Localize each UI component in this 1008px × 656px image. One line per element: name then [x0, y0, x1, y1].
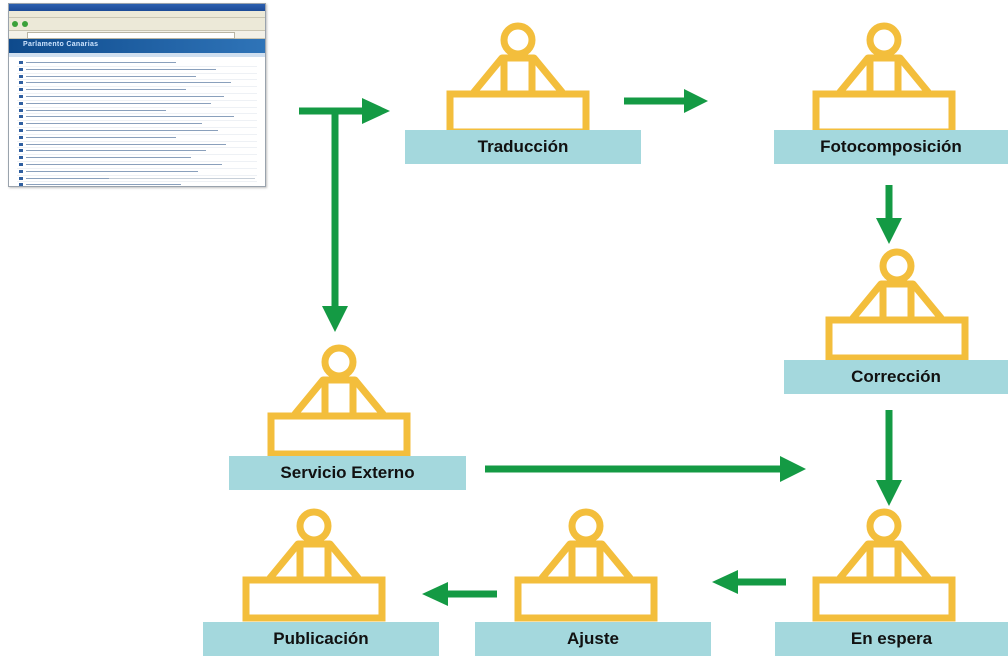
arrow-fotocomposicion-to-correccion [876, 185, 902, 244]
arrow-traduccion-to-fotocomposicion [624, 89, 708, 113]
back-icon [12, 21, 18, 27]
arrow-ajuste-to-publicacion [422, 582, 497, 606]
document-row [17, 121, 257, 128]
document-row [17, 74, 257, 81]
document-row [17, 87, 257, 94]
worker-icon-ajuste [518, 512, 654, 618]
document-row [17, 128, 257, 135]
document-row [17, 155, 257, 162]
arrow-start-down-to-servicio-externo [322, 111, 348, 332]
document-row [17, 135, 257, 142]
document-row [17, 182, 257, 186]
document-row [17, 60, 257, 67]
document-row [17, 114, 257, 122]
station-label-correccion: Corrección [784, 360, 1008, 394]
window-titlebar [9, 4, 265, 11]
browser-toolbar [9, 18, 265, 31]
station-label-servicio-externo: Servicio Externo [229, 456, 466, 490]
document-row [17, 148, 257, 156]
site-subnav [9, 53, 265, 57]
arrow-start-to-traduccion [299, 98, 390, 124]
station-label-en-espera: En espera [775, 622, 1008, 656]
worker-icon-correccion [829, 252, 965, 358]
station-label-ajuste: Ajuste [475, 622, 711, 656]
station-label-fotocomposicion: Fotocomposición [774, 130, 1008, 164]
menu-bar [9, 11, 265, 18]
worker-icon-servicio-externo [271, 348, 407, 454]
document-row [17, 169, 257, 176]
forward-icon [22, 21, 28, 27]
browser-window-thumbnail: Parlamento Canarias [8, 3, 266, 187]
arrow-en-espera-to-ajuste [712, 570, 786, 594]
arrow-correccion-to-en-espera [876, 410, 902, 506]
document-row [17, 94, 257, 101]
site-banner: Parlamento Canarias [9, 39, 265, 53]
document-row [17, 101, 257, 108]
document-row [17, 142, 257, 149]
worker-icon-traduccion [450, 26, 586, 132]
station-label-traduccion: Traducción [405, 130, 641, 164]
document-row [17, 67, 257, 74]
document-row [17, 162, 257, 169]
worker-icon-en-espera [816, 512, 952, 618]
document-row [17, 80, 257, 88]
pager [109, 178, 255, 183]
worker-icon-fotocomposicion [816, 26, 952, 132]
worker-icon-publicacion [246, 512, 382, 618]
arrow-servicio-externo-to-en-espera [485, 456, 806, 482]
address-bar [9, 31, 265, 39]
document-row [17, 108, 257, 115]
station-label-publicacion: Publicación [203, 622, 439, 656]
